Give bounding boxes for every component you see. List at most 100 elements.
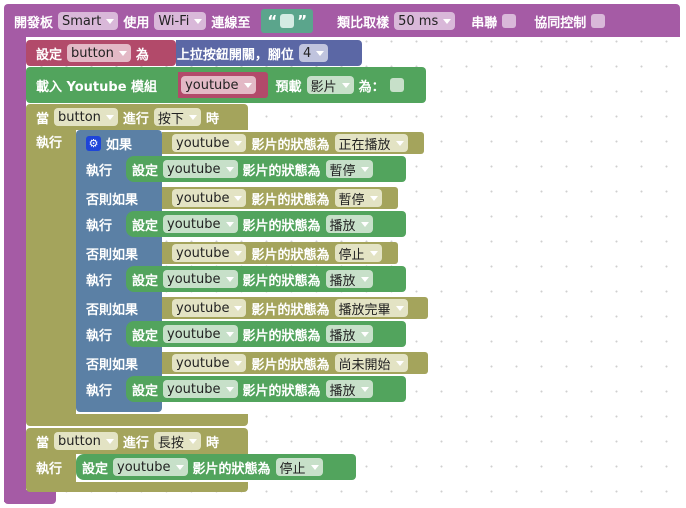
preload-input[interactable] (389, 78, 404, 92)
label-exec: 執行 (36, 461, 63, 477)
youtube-var-dropdown[interactable]: youtube (163, 215, 238, 233)
chevron-down-icon (395, 140, 404, 146)
youtube-var-dropdown[interactable]: youtube (172, 189, 247, 207)
state-dropdown[interactable]: 停止 (275, 458, 323, 477)
label-preload: 預載 (275, 79, 302, 95)
connection-dropdown[interactable]: Wi-Fi (154, 12, 207, 30)
text-input[interactable] (280, 14, 295, 28)
preload-dropdown[interactable]: 影片 (306, 76, 354, 95)
label-do-action: 進行 (122, 111, 149, 127)
chevron-down-icon (225, 221, 234, 227)
label-exec: 執行 (86, 383, 113, 399)
chevron-down-icon (188, 438, 197, 444)
label-exec: 執行 (86, 273, 113, 289)
chevron-down-icon (234, 195, 243, 201)
label-state-is: 影片的狀態為 (251, 137, 330, 153)
chevron-down-icon (105, 114, 114, 120)
pin-dropdown[interactable]: 4 (298, 44, 329, 62)
state-dropdown[interactable]: 尚未開始 (334, 354, 408, 373)
chevron-down-icon (360, 276, 369, 282)
label-when: 當 (36, 435, 50, 451)
label-time: 時 (205, 111, 219, 127)
state-dropdown[interactable]: 正在播放 (334, 134, 408, 153)
youtube-var-dropdown[interactable]: youtube (181, 76, 256, 94)
coop-checkbox[interactable] (591, 14, 606, 28)
state-dropdown[interactable]: 暫停 (325, 160, 373, 179)
label-load: 載入 Youtube 模組 (36, 79, 158, 95)
label-serial: 串聯 (471, 15, 498, 31)
label-elseif: 否則如果 (86, 247, 139, 263)
youtube-var-dropdown[interactable]: youtube (113, 458, 188, 476)
text-block[interactable]: “ ” (261, 9, 314, 33)
label-state-is: 影片的狀態為 (251, 247, 330, 263)
youtube-var-dropdown[interactable]: youtube (172, 299, 247, 317)
event-longpress-spine (26, 452, 76, 484)
label-set: 設定 (132, 218, 159, 234)
chevron-down-icon (105, 438, 114, 444)
chevron-down-icon (234, 250, 243, 256)
chevron-down-icon (234, 360, 243, 366)
label-state-is: 影片的狀態為 (251, 302, 330, 318)
chevron-down-icon (360, 166, 369, 172)
youtube-var-dropdown[interactable]: youtube (163, 270, 238, 288)
chevron-down-icon (225, 276, 234, 282)
variable-dropdown[interactable]: button (67, 44, 131, 62)
pullup-button-block[interactable] (176, 40, 362, 66)
label-state-is: 影片的狀態為 (242, 273, 321, 289)
label-sampling: 類比取樣 (337, 15, 390, 31)
label-elseif: 否則如果 (86, 357, 139, 373)
chevron-down-icon (175, 464, 184, 470)
chevron-down-icon (369, 195, 378, 201)
chevron-down-icon (106, 18, 115, 24)
youtube-var-dropdown[interactable]: youtube (163, 160, 238, 178)
label-state-is: 影片的狀態為 (242, 328, 321, 344)
action-dropdown[interactable]: 按下 (153, 108, 201, 127)
chevron-down-icon (234, 305, 243, 311)
youtube-var-dropdown[interactable]: youtube (172, 134, 247, 152)
label-use: 使用 (123, 15, 150, 31)
label-as-colon: 為： (358, 79, 385, 95)
label-state-is: 影片的狀態為 (251, 192, 330, 208)
youtube-var-dropdown[interactable]: youtube (172, 354, 247, 372)
label-exec: 執行 (36, 135, 63, 151)
board-block-spine (4, 30, 26, 502)
state-dropdown[interactable]: 停止 (334, 244, 382, 263)
chevron-down-icon (360, 386, 369, 392)
label-exec: 執行 (86, 218, 113, 234)
chevron-down-icon (234, 140, 243, 146)
chevron-down-icon (188, 114, 197, 120)
label-state-is: 影片的狀態為 (251, 357, 330, 373)
gear-icon[interactable]: ⚙ (86, 135, 101, 151)
state-dropdown[interactable]: 暫停 (334, 189, 382, 208)
board-dropdown[interactable]: Smart (58, 12, 119, 30)
label-when: 當 (36, 111, 50, 127)
state-dropdown[interactable]: 播放 (325, 270, 373, 289)
button-var-dropdown[interactable]: button (54, 432, 118, 450)
state-dropdown[interactable]: 播放完畢 (334, 299, 408, 318)
label-set: 設定 (132, 383, 159, 399)
label-if: 如果 (106, 137, 133, 153)
label-coop: 協同控制 (534, 15, 587, 31)
label-as: 為 (135, 47, 149, 63)
quote-close: ” (297, 12, 308, 30)
label-pullup: 上拉按鈕開關，腳位 (176, 47, 294, 63)
sampling-dropdown[interactable]: 50 ms (394, 12, 456, 30)
chevron-down-icon (395, 305, 404, 311)
youtube-var-dropdown[interactable]: youtube (172, 244, 247, 262)
action-dropdown[interactable]: 長按 (153, 432, 201, 451)
label-state-is: 影片的狀態為 (192, 461, 271, 477)
state-dropdown[interactable]: 播放 (325, 325, 373, 344)
state-dropdown[interactable]: 播放 (325, 215, 373, 234)
state-dropdown[interactable]: 播放 (325, 380, 373, 399)
label-set: 設定 (132, 273, 159, 289)
youtube-var-dropdown[interactable]: youtube (163, 380, 238, 398)
label-exec: 執行 (86, 328, 113, 344)
serial-checkbox[interactable] (502, 14, 517, 28)
chevron-down-icon (225, 166, 234, 172)
chevron-down-icon (194, 18, 203, 24)
label-set: 設定 (132, 163, 159, 179)
youtube-var-dropdown[interactable]: youtube (163, 325, 238, 343)
chevron-down-icon (341, 82, 350, 88)
button-var-dropdown[interactable]: button (54, 108, 118, 126)
label-set: 設定 (82, 461, 109, 477)
